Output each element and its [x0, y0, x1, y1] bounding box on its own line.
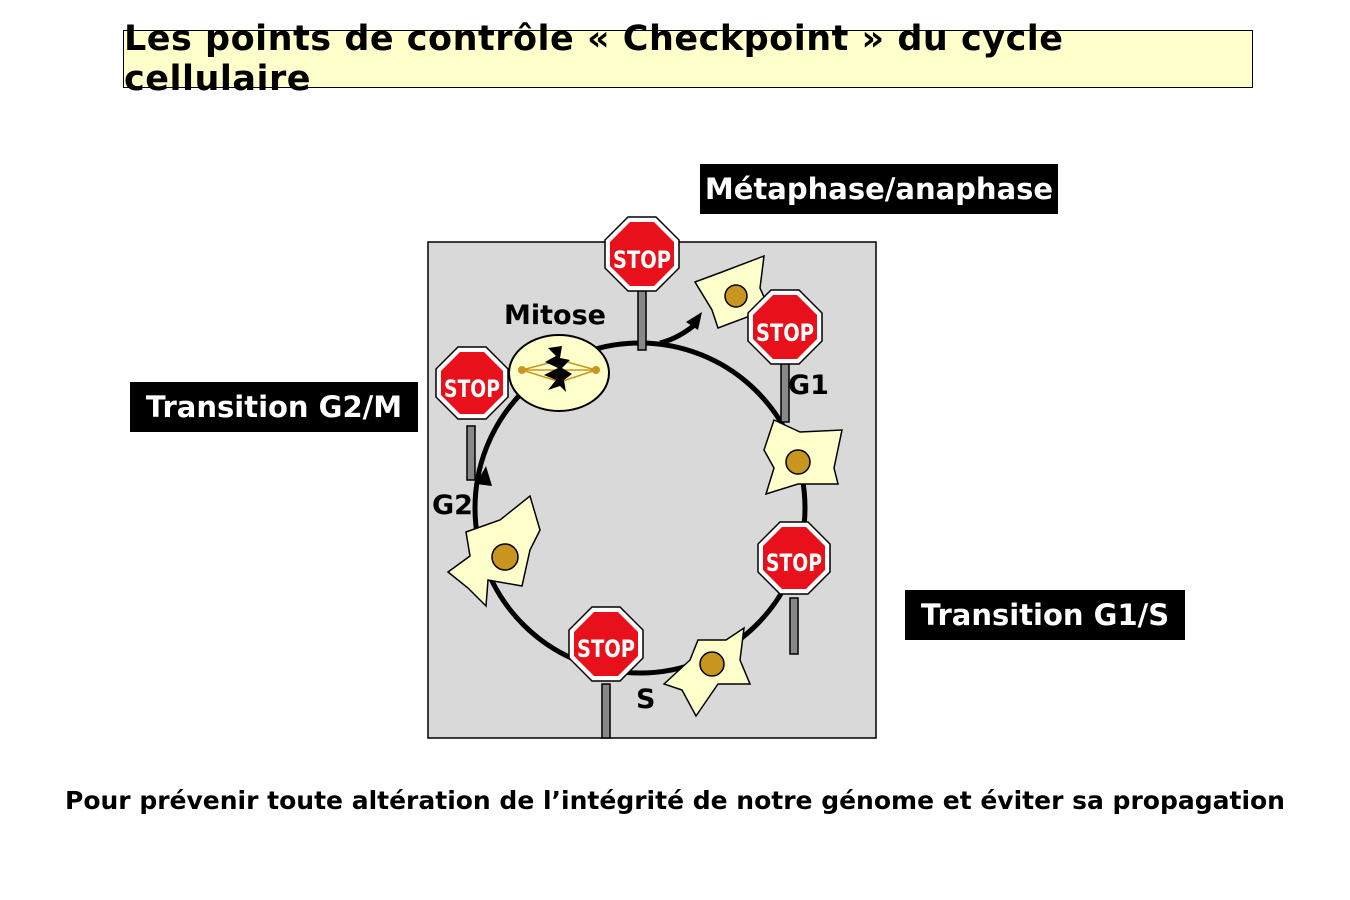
cell-right: [763, 418, 843, 496]
phase-label-g1: G1: [788, 370, 829, 401]
stop-sign-g1s: STOP: [757, 521, 831, 655]
stop-text: STOP: [613, 246, 671, 274]
arrow-head-top: [686, 312, 702, 330]
mitosis-cell: [508, 334, 610, 412]
label-metaphase-anaphase: Métaphase/anaphase: [700, 164, 1058, 214]
label-transition-g1s: Transition G1/S: [905, 590, 1185, 640]
stop-text: STOP: [444, 375, 500, 403]
stop-sign-metaphase: STOP: [604, 216, 680, 351]
phase-label-s: S: [636, 684, 655, 715]
stop-sign-g2m: STOP: [435, 346, 509, 481]
label-transition-g2m: Transition G2/M: [130, 382, 418, 432]
stop-sign-g1: STOP: [747, 289, 823, 423]
stop-text: STOP: [766, 549, 822, 577]
stop-text: STOP: [577, 635, 635, 663]
footer-caption: Pour prévenir toute altération de l’inté…: [65, 786, 1285, 815]
arrow-head-g2: [476, 466, 492, 486]
cell-bottom-right: [662, 626, 752, 718]
phase-label-mitose: Mitose: [504, 300, 606, 331]
stop-sign-s: STOP: [568, 606, 644, 739]
phase-label-g2: G2: [432, 490, 473, 521]
cell-left: [446, 494, 541, 608]
stop-text: STOP: [756, 319, 814, 347]
